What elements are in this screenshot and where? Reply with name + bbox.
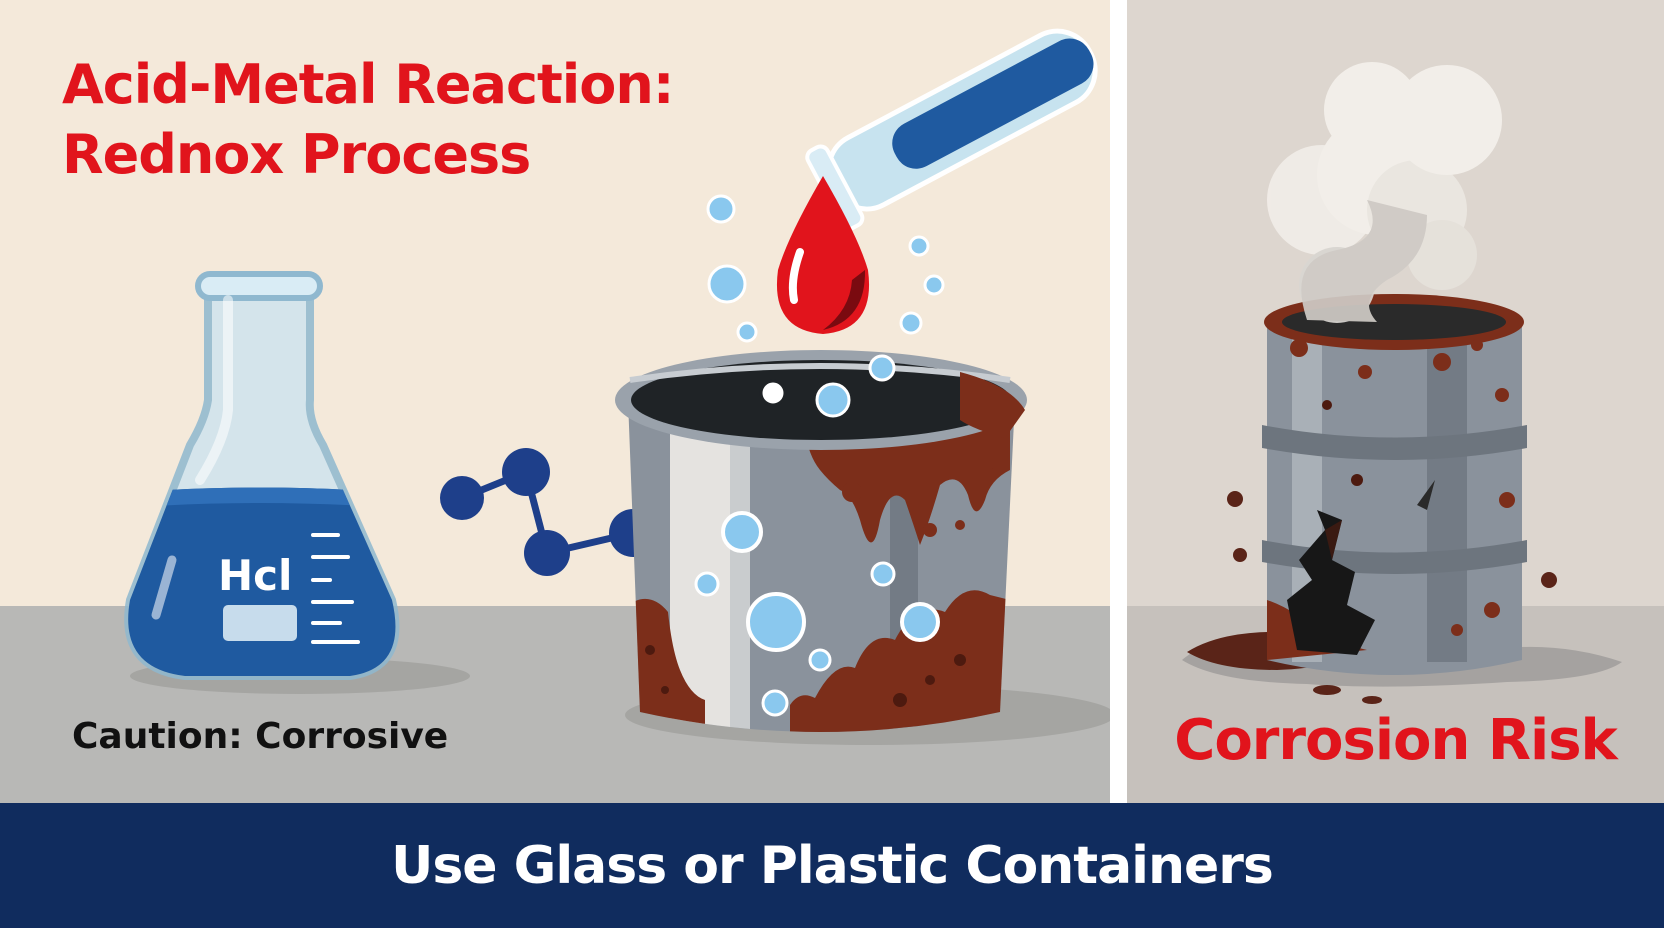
right-panel: Corrosion Risk bbox=[1127, 0, 1664, 803]
rusted-barrel-icon bbox=[1262, 294, 1527, 675]
panel-divider bbox=[1110, 0, 1127, 803]
erlenmeyer-flask-icon: Hcl bbox=[124, 271, 400, 680]
banner-text: Use Glass or Plastic Containers bbox=[391, 835, 1274, 896]
acid-metal-scene: Hcl bbox=[124, 28, 1110, 745]
bubble-icon bbox=[706, 194, 945, 343]
flask-label: Hcl bbox=[218, 551, 292, 600]
left-panel: Hcl bbox=[0, 0, 1110, 803]
title-line-2: Rednox Process bbox=[62, 123, 531, 186]
bubble-icon bbox=[694, 354, 940, 717]
caution-label: Caution: Corrosive bbox=[72, 716, 449, 757]
acid-drop-icon bbox=[776, 176, 870, 334]
test-tube-icon bbox=[805, 28, 1098, 231]
corroded-barrel-scene bbox=[1182, 62, 1622, 704]
corroded-container-icon bbox=[615, 350, 1027, 732]
title-line-1: Acid-Metal Reaction: bbox=[62, 53, 674, 116]
corrosion-risk-label: Corrosion Risk bbox=[1174, 708, 1618, 773]
smoke-icon bbox=[1267, 62, 1502, 323]
page-title: Acid-Metal Reaction: Rednox Process bbox=[62, 50, 674, 190]
bottom-banner: Use Glass or Plastic Containers bbox=[0, 803, 1664, 928]
